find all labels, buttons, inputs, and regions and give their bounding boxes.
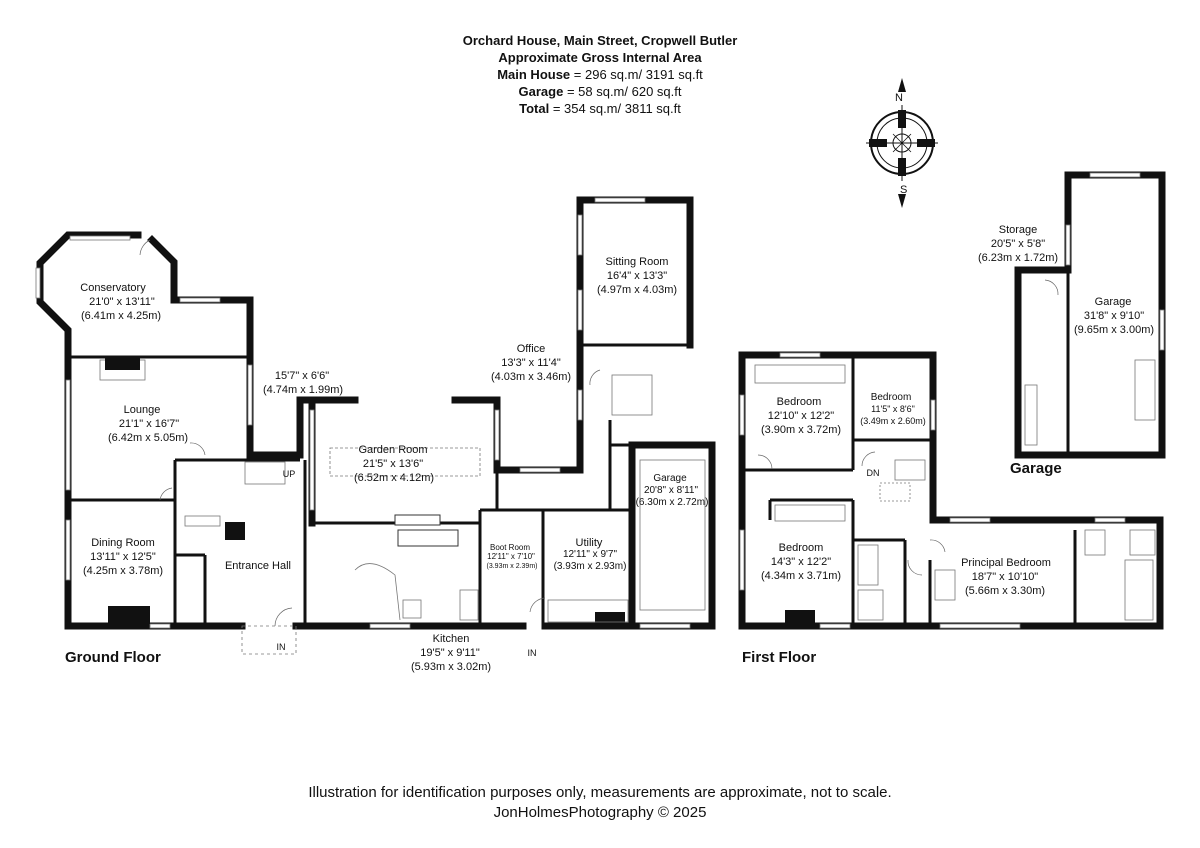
side-entrance-label: IN (528, 648, 537, 658)
bedroom-a-name: Bedroom (777, 396, 822, 408)
main-house-area: Main House = 296 sq.m/ 3191 sq.ft (497, 67, 703, 82)
first-floor-title: First Floor (742, 649, 816, 666)
storage-imperial: 20'5" x 5'8" (991, 238, 1045, 250)
ground-floor-plan (35, 196, 716, 655)
floorplan-footer: Illustration for identification purposes… (0, 783, 1200, 823)
sitting-room-imperial: 16'4" x 13'3" (607, 270, 667, 282)
passage-imperial: 15'7" x 6'6" (275, 370, 329, 382)
conservatory-name: Conservatory (80, 282, 146, 294)
integral-garage-name: Garage (653, 473, 687, 484)
detached-garage-imperial: 31'8" x 9'10" (1084, 310, 1144, 322)
utility-metric: (3.93m x 2.93m) (554, 561, 627, 572)
office-imperial: 13'3" x 11'4" (501, 357, 561, 369)
bedroom-b-name: Bedroom (871, 392, 912, 403)
bedroom-b-imperial: 11'5" x 8'6" (871, 404, 915, 414)
detached-garage-plan (1014, 171, 1166, 459)
first-floor-plan (738, 351, 1164, 630)
bedroom-c-metric: (4.34m x 3.71m) (761, 570, 841, 582)
garage-floor-title: Garage (1010, 460, 1062, 477)
kitchen-metric: (5.93m x 3.02m) (411, 661, 491, 673)
bedroom-a-imperial: 12'10" x 12'2" (768, 410, 835, 422)
detached-garage-metric: (9.65m x 3.00m) (1074, 324, 1154, 336)
front-entrance-label: IN (277, 642, 286, 652)
office-metric: (4.03m x 3.46m) (491, 371, 571, 383)
floorplan-header: Orchard House, Main Street, Cropwell But… (0, 32, 1200, 117)
office-name: Office (517, 343, 546, 355)
bedroom-b-metric: (3.49m x 2.60m) (860, 416, 926, 426)
kitchen-imperial: 19'5" x 9'11" (420, 647, 480, 659)
stairs-up-label: UP (283, 469, 296, 479)
sitting-room-name: Sitting Room (606, 256, 669, 268)
boot-room-name: Boot Room (490, 543, 530, 552)
garden-room-metric: (6.52m x 4.12m) (354, 472, 434, 484)
room-labels: Conservatory 21'0" x 13'11" (6.41m x 4.2… (80, 224, 1154, 673)
compass-north-label: N (895, 92, 903, 104)
stairs-down-label: DN (867, 468, 880, 478)
garage-area: Garage = 58 sq.m/ 620 sq.ft (518, 84, 682, 99)
entrance-name: Entrance Hall (225, 560, 291, 572)
area-title: Approximate Gross Internal Area (498, 50, 702, 65)
detached-garage-name: Garage (1095, 296, 1132, 308)
garden-room-imperial: 21'5" x 13'6" (363, 458, 423, 470)
kitchen-name: Kitchen (433, 633, 470, 645)
principal-bedroom-imperial: 18'7" x 10'10" (972, 571, 1039, 583)
dining-metric: (4.25m x 3.78m) (83, 565, 163, 577)
total-area: Total = 354 sq.m/ 3811 sq.ft (519, 101, 681, 116)
garden-room-name: Garden Room (358, 444, 427, 456)
ground-floor-title: Ground Floor (65, 649, 161, 666)
boot-room-metric: (3.93m x 2.39m) (487, 563, 538, 570)
principal-bedroom-name: Principal Bedroom (961, 557, 1051, 569)
dining-imperial: 13'11" x 12'5" (90, 551, 156, 563)
principal-bedroom-metric: (5.66m x 3.30m) (965, 585, 1045, 597)
property-address: Orchard House, Main Street, Cropwell But… (462, 33, 738, 48)
utility-name: Utility (576, 537, 603, 549)
boot-room-imperial: 12'11" x 7'10" (487, 552, 535, 561)
bedroom-c-imperial: 14'3" x 12'2" (771, 556, 831, 568)
conservatory-imperial: 21'0" x 13'11" (89, 296, 155, 308)
integral-garage-metric: (6.30m x 2.72m) (636, 497, 709, 508)
conservatory-metric: (6.41m x 4.25m) (81, 310, 161, 322)
disclaimer-text: Illustration for identification purposes… (308, 784, 892, 801)
dining-name: Dining Room (91, 537, 155, 549)
credit-text: JonHolmesPhotography © 2025 (493, 804, 707, 821)
compass-icon: N S (866, 78, 938, 208)
lounge-name: Lounge (124, 404, 161, 416)
integral-garage-imperial: 20'8" x 8'11" (644, 485, 699, 496)
sitting-room-metric: (4.97m x 4.03m) (597, 284, 677, 296)
bedroom-c-name: Bedroom (779, 542, 824, 554)
lounge-imperial: 21'1" x 16'7" (119, 418, 179, 430)
bedroom-a-metric: (3.90m x 3.72m) (761, 424, 841, 436)
utility-imperial: 12'11" x 9'7" (563, 549, 618, 560)
lounge-metric: (6.42m x 5.05m) (108, 432, 188, 444)
storage-metric: (6.23m x 1.72m) (978, 252, 1058, 264)
compass-south-label: S (900, 184, 907, 196)
passage-metric: (4.74m x 1.99m) (263, 384, 343, 396)
storage-name: Storage (999, 224, 1038, 236)
